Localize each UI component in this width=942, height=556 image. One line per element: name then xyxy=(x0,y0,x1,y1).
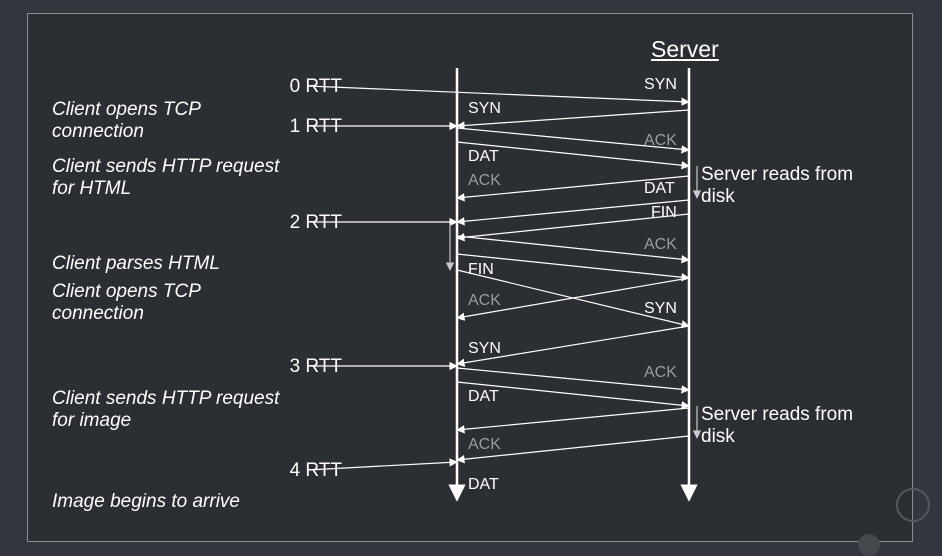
packet-label: ACK xyxy=(644,132,677,149)
packet-label: ACK xyxy=(468,172,501,189)
packet-arrow xyxy=(456,381,690,410)
packet-label: ACK xyxy=(468,436,501,453)
packet-label: DAT xyxy=(468,148,499,165)
step-label-5: Image begins to arrive xyxy=(52,491,240,512)
packet-arrow xyxy=(456,175,690,202)
rtt-label-0: 0 RTT xyxy=(289,76,342,97)
rtt-label-2: 2 RTT xyxy=(289,212,342,233)
packet-label: SYN xyxy=(644,300,677,317)
slide-frame xyxy=(27,13,913,542)
packet-label: DAT xyxy=(644,180,675,197)
packet-label: ACK xyxy=(644,364,677,381)
rtt-label-3: 3 RTT xyxy=(289,356,342,377)
packet-label: DAT xyxy=(468,476,499,493)
packet-arrow xyxy=(456,141,690,170)
packet-label: SYN xyxy=(468,340,501,357)
decorative-circle xyxy=(896,488,930,522)
decorative-circle xyxy=(858,534,880,556)
packet-arrow xyxy=(456,269,690,329)
rtt-label-1: 1 RTT xyxy=(289,116,342,137)
packet-label: FIN xyxy=(651,204,677,221)
packet-arrow xyxy=(456,407,690,434)
packet-label: ACK xyxy=(644,236,677,253)
packet-arrow xyxy=(456,325,690,367)
packet-label: SYN xyxy=(468,100,501,117)
server-title: Server xyxy=(651,36,719,62)
packet-arrow xyxy=(456,435,690,464)
packet-arrow xyxy=(456,109,690,130)
packet-label: FIN xyxy=(468,261,494,278)
packet-label: ACK xyxy=(468,292,501,309)
packet-arrow xyxy=(456,367,690,394)
packet-label: DAT xyxy=(468,388,499,405)
rtt-line-0 xyxy=(307,85,690,106)
packet-arrow xyxy=(456,199,690,226)
packet-label: SYN xyxy=(644,76,677,93)
rtt-line-4 xyxy=(307,458,458,471)
rtt-label-4: 4 RTT xyxy=(289,460,342,481)
packet-arrow xyxy=(456,127,690,154)
packet-arrow xyxy=(456,253,690,282)
packet-arrow xyxy=(456,213,690,242)
packet-arrow xyxy=(456,235,690,264)
step-label-2: Client parses HTML xyxy=(52,253,220,274)
